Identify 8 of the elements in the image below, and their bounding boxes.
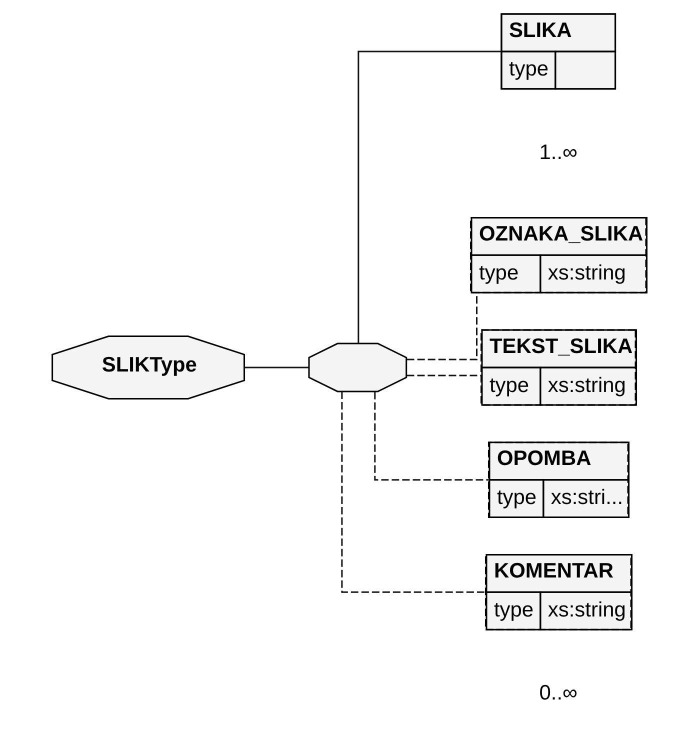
node-octagon [308, 342, 408, 392]
connector [374, 392, 488, 481]
node-label: 0..∞ [539, 682, 578, 705]
node-label: 1..∞ [539, 140, 578, 164]
connector [358, 50, 502, 344]
connector [341, 392, 486, 593]
connector [406, 374, 482, 376]
connector [244, 366, 309, 368]
